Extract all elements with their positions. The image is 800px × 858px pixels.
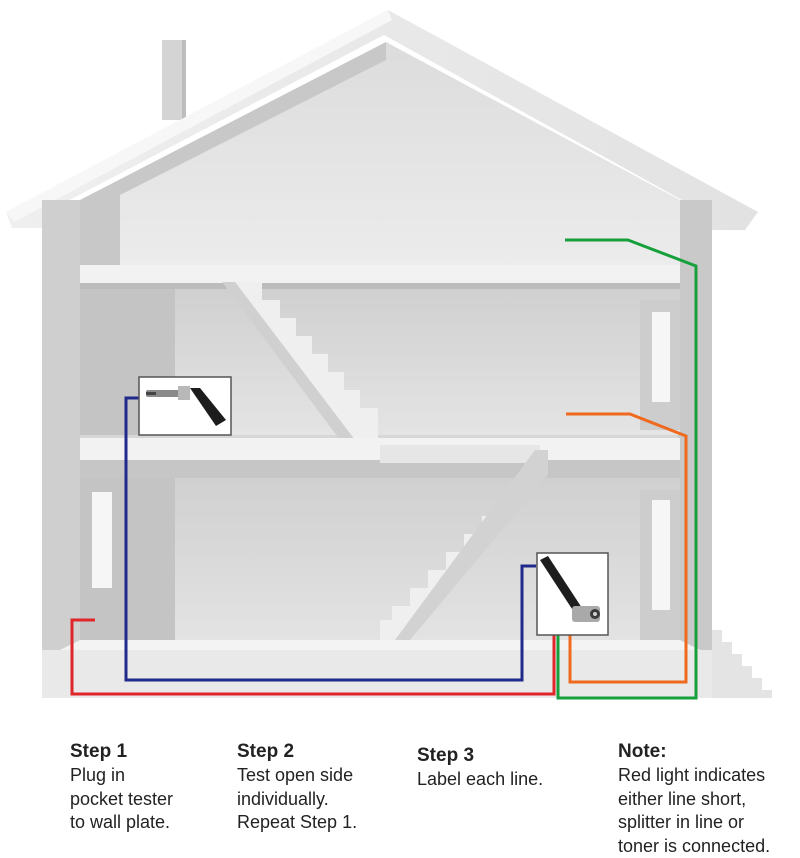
window-upper-right <box>652 312 670 402</box>
window-lower-left <box>92 492 112 588</box>
chimney <box>162 40 182 120</box>
window-lower-right <box>652 500 670 610</box>
step-3-title: Step 3 <box>417 745 475 766</box>
step-2-title: Step 2 <box>237 741 295 762</box>
outside-steps <box>712 630 772 698</box>
step-2-text: Test open side individually. Repeat Step… <box>237 765 358 832</box>
upper-staircase <box>235 282 378 440</box>
orange-line <box>566 412 688 684</box>
red-line <box>70 618 556 696</box>
wall-jack-photo <box>536 552 609 636</box>
step-1-caption: Step 1 Plug in pocket tester to wall pla… <box>70 740 220 835</box>
note-text: Red light indicates either line short, s… <box>618 765 771 856</box>
step-3-caption: Step 3 Label each line. <box>417 744 587 792</box>
note-caption: Note: Red light indicates either line sh… <box>618 740 800 858</box>
attic-floor <box>80 265 680 283</box>
step-3-text: Label each line. <box>417 769 544 789</box>
blue-line <box>124 396 536 682</box>
step-1-title: Step 1 <box>70 741 128 762</box>
house-cross-section-diagram <box>6 10 772 700</box>
ground-floor <box>60 640 700 650</box>
green-line <box>556 238 698 700</box>
step-2-caption: Step 2 Test open side individually. Repe… <box>237 740 407 835</box>
attic-room <box>80 42 680 268</box>
step-1-text: Plug in pocket tester to wall plate. <box>70 765 174 832</box>
lower-staircase <box>380 450 540 640</box>
pocket-tester-photo <box>138 376 232 436</box>
note-title: Note: <box>618 741 667 762</box>
